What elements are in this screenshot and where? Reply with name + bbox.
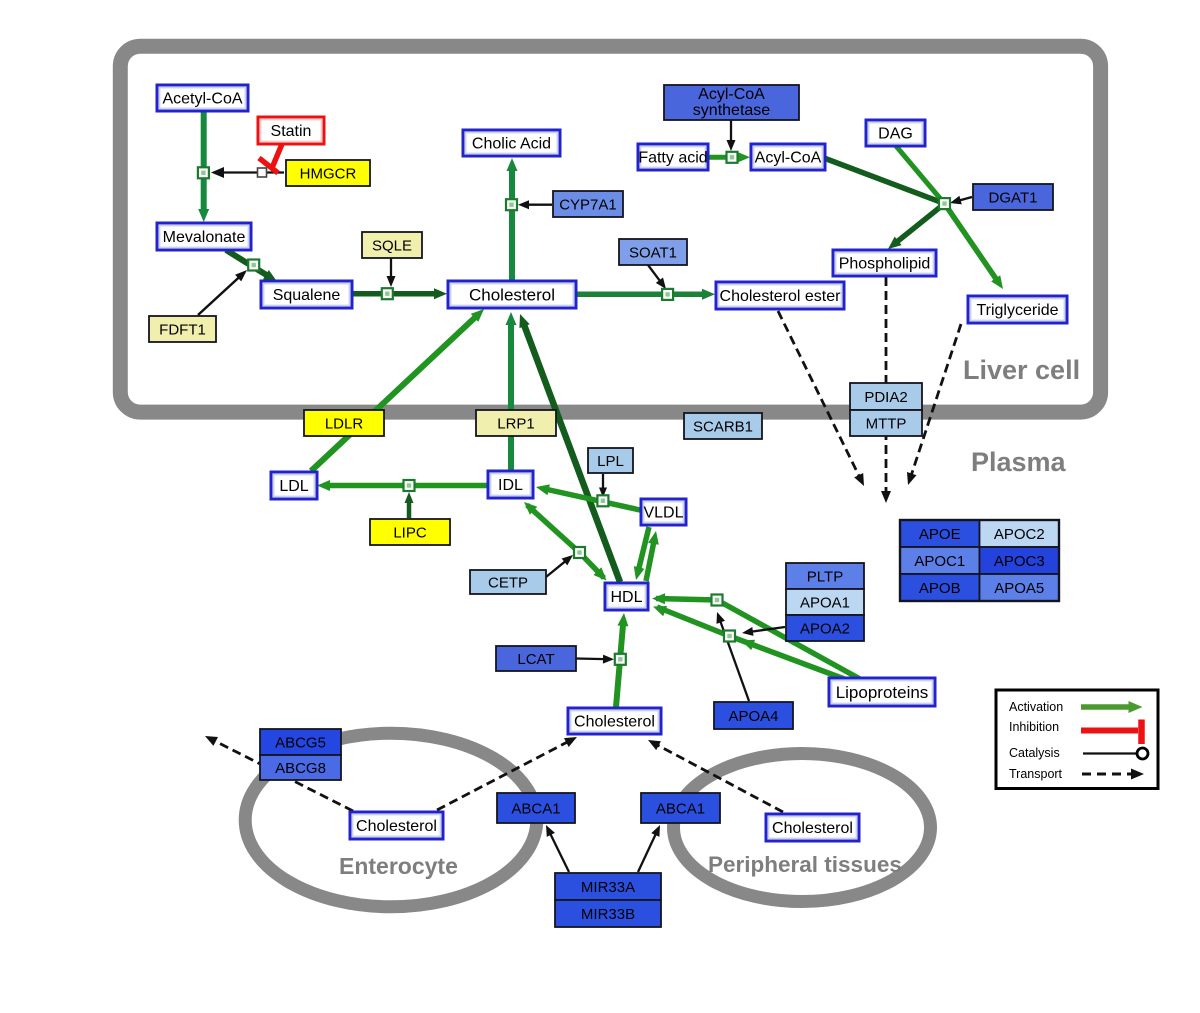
svg-text:Cholesterol ester: Cholesterol ester [720, 288, 842, 305]
svg-text:SQLE: SQLE [372, 237, 412, 254]
svg-text:APOA4: APOA4 [728, 708, 778, 725]
svg-text:APOA2: APOA2 [800, 620, 850, 637]
svg-text:FDFT1: FDFT1 [159, 321, 206, 338]
svg-text:APOC3: APOC3 [994, 553, 1045, 570]
svg-text:MIR33A: MIR33A [581, 879, 635, 896]
svg-text:Triglyceride: Triglyceride [976, 302, 1058, 319]
svg-text:HDL: HDL [610, 589, 642, 606]
svg-text:LIPC: LIPC [393, 524, 427, 541]
svg-text:Cholesterol: Cholesterol [772, 820, 853, 837]
svg-text:Fatty acid: Fatty acid [638, 150, 707, 167]
svg-text:MTTP: MTTP [866, 415, 907, 432]
svg-text:IDL: IDL [498, 477, 523, 494]
svg-text:Catalysis: Catalysis [1009, 746, 1060, 760]
svg-text:SOAT1: SOAT1 [629, 244, 677, 261]
svg-text:Acyl-CoA: Acyl-CoA [755, 150, 822, 167]
svg-text:ABCG8: ABCG8 [275, 760, 326, 777]
svg-text:LPL: LPL [597, 453, 624, 470]
svg-text:Inhibition: Inhibition [1009, 720, 1059, 734]
svg-text:APOC2: APOC2 [994, 526, 1045, 543]
svg-text:Cholic Acid: Cholic Acid [472, 136, 551, 153]
svg-text:DGAT1: DGAT1 [989, 189, 1038, 206]
svg-text:LDL: LDL [279, 478, 308, 495]
svg-text:Activation: Activation [1009, 700, 1063, 714]
svg-text:ABCG5: ABCG5 [275, 734, 326, 751]
svg-text:HMGCR: HMGCR [300, 165, 357, 182]
svg-text:Mevalonate: Mevalonate [163, 229, 246, 246]
svg-text:Liver cell: Liver cell [963, 355, 1080, 385]
svg-text:LCAT: LCAT [517, 651, 554, 668]
svg-text:ABCA1: ABCA1 [511, 800, 560, 817]
svg-text:APOA5: APOA5 [994, 580, 1044, 597]
svg-text:synthetase: synthetase [693, 102, 770, 119]
svg-text:APOE: APOE [919, 526, 961, 543]
svg-text:Statin: Statin [271, 123, 312, 140]
svg-text:Cholesterol: Cholesterol [469, 285, 555, 304]
svg-text:Squalene: Squalene [273, 287, 341, 304]
svg-text:APOB: APOB [919, 580, 961, 597]
svg-text:MIR33B: MIR33B [581, 906, 635, 923]
svg-text:Cholesterol: Cholesterol [356, 818, 437, 835]
svg-text:Acyl-CoA: Acyl-CoA [698, 86, 765, 103]
svg-text:Acetyl-CoA: Acetyl-CoA [162, 91, 242, 108]
svg-text:CYP7A1: CYP7A1 [559, 196, 617, 213]
svg-text:APOA1: APOA1 [800, 594, 850, 611]
svg-text:PDIA2: PDIA2 [864, 389, 907, 406]
svg-text:DAG: DAG [878, 126, 913, 143]
svg-text:ABCA1: ABCA1 [656, 800, 705, 817]
svg-text:LDLR: LDLR [325, 415, 364, 432]
svg-text:Cholesterol: Cholesterol [574, 714, 655, 731]
svg-text:APOC1: APOC1 [914, 553, 965, 570]
svg-text:Enterocyte: Enterocyte [339, 853, 458, 879]
svg-text:LRP1: LRP1 [497, 415, 535, 432]
svg-text:Transport: Transport [1009, 767, 1063, 781]
svg-text:Phospholipid: Phospholipid [839, 256, 931, 273]
svg-text:VLDL: VLDL [643, 505, 683, 522]
svg-text:Lipoproteins: Lipoproteins [836, 683, 929, 702]
svg-text:Peripheral tissues: Peripheral tissues [708, 852, 902, 877]
svg-text:SCARB1: SCARB1 [693, 418, 753, 435]
svg-text:CETP: CETP [488, 574, 528, 591]
svg-text:PLTP: PLTP [807, 568, 843, 585]
svg-text:Plasma: Plasma [971, 447, 1067, 477]
